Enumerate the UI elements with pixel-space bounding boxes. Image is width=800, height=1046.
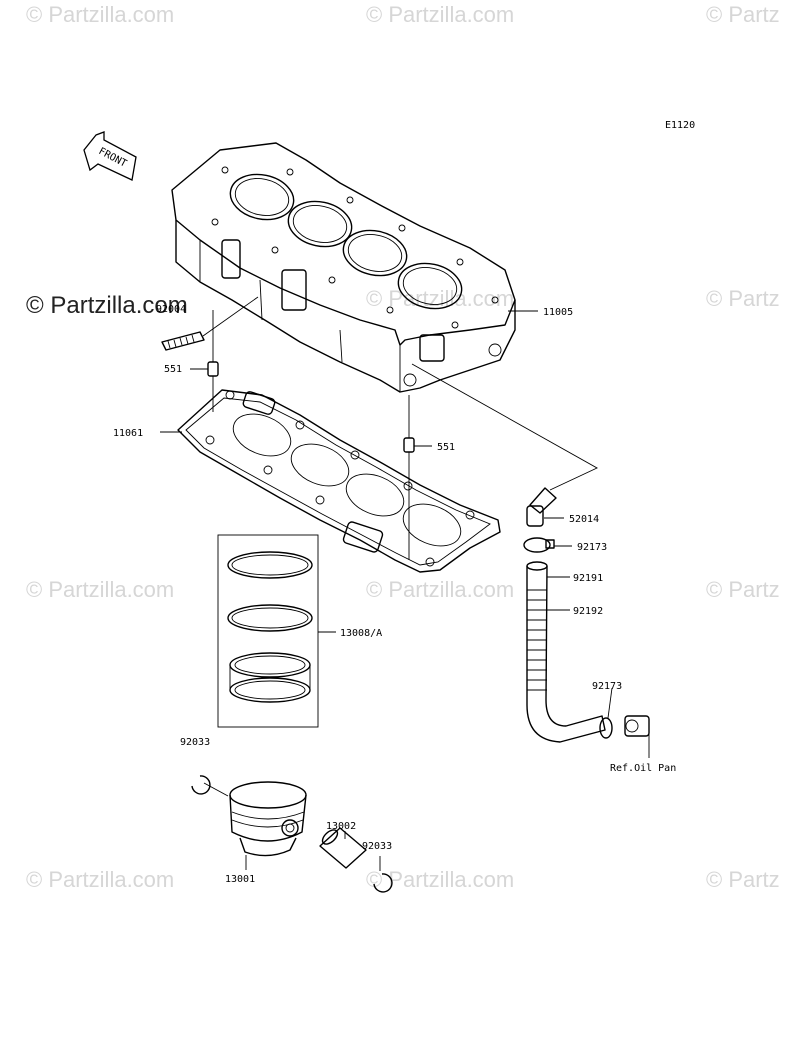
oil-hose — [526, 561, 606, 743]
watermark: © Partz — [706, 577, 780, 602]
watermark: © Partz — [706, 2, 780, 27]
callout-92004: 92004 — [156, 304, 186, 315]
dowel-pin — [403, 395, 415, 560]
callout-92033: 92033 — [362, 841, 392, 852]
circlip — [373, 856, 393, 893]
watermark: © Partzilla.com — [26, 2, 174, 27]
hose-clamp — [523, 537, 555, 553]
watermark: © Partzilla.com — [26, 867, 174, 892]
watermark: © Partzilla.com — [26, 577, 174, 602]
callout-11061: 11061 — [113, 428, 143, 439]
dowel-pin — [207, 310, 219, 412]
callout-92033: 92033 — [180, 737, 210, 748]
callout-92173: 92173 — [577, 542, 607, 553]
watermark-prominent: © Partzilla.com — [26, 292, 188, 319]
callout-52014: 52014 — [569, 514, 599, 525]
cylinder-block — [171, 142, 516, 393]
ring-set-box — [217, 534, 319, 728]
callout-13008-a: 13008/A — [340, 628, 382, 639]
callout-92191: 92191 — [573, 573, 603, 584]
callout-92192: 92192 — [573, 606, 603, 617]
front-arrow-icon: FRONT — [83, 131, 137, 181]
hose-clamp — [599, 687, 613, 739]
circlip — [191, 775, 229, 797]
watermark: © Partz — [706, 286, 780, 311]
diagram-code: E1120 — [665, 120, 695, 131]
watermarks: © Partzilla.com © Partzilla.com © Partz … — [26, 2, 780, 892]
stud-bolt — [161, 296, 259, 351]
watermark: © Partzilla.com — [366, 577, 514, 602]
watermark: © Partzilla.com — [366, 2, 514, 27]
oil-pan-fitting — [624, 715, 650, 758]
callout-551: 551 — [164, 364, 182, 375]
callout-labels: 92004 551 11005 11061 551 52014 92173 92… — [113, 304, 676, 885]
watermark: © Partzilla.com — [366, 867, 514, 892]
callout-13001: 13001 — [225, 874, 255, 885]
piston — [229, 781, 307, 870]
elbow-fitting — [411, 363, 598, 527]
callout-11005: 11005 — [543, 307, 573, 318]
watermark: © Partz — [706, 867, 780, 892]
callout-551: 551 — [437, 442, 455, 453]
piston-pin — [319, 827, 367, 869]
callout-ref-oil-pan: Ref.Oil Pan — [610, 763, 676, 774]
piston-ring-set — [217, 534, 319, 728]
leader-lines — [160, 310, 572, 633]
cylinder-gasket — [177, 389, 501, 573]
callout-92173: 92173 — [592, 681, 622, 692]
callout-13002: 13002 — [326, 821, 356, 832]
